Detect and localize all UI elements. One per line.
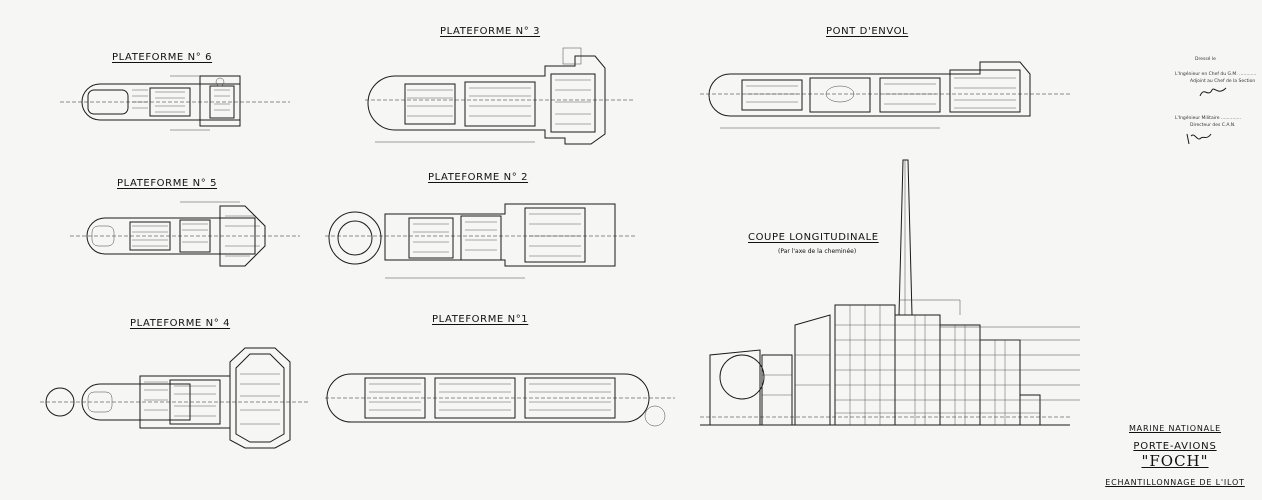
plan-title-plateforme-3: PLATEFORME N° 3 <box>440 26 541 37</box>
plan-plateforme-3 <box>365 44 635 154</box>
approval-date: Dressé le <box>1195 57 1216 62</box>
title-block-line-1: MARINE NATIONALE <box>1128 424 1222 433</box>
title-block-ship-name: "FOCH" <box>1141 452 1209 470</box>
approval-line-4: L'Ingénieur Militaire .............. <box>1175 116 1241 121</box>
approval-line-3: Adjoint au Chef de la Section <box>1190 79 1256 84</box>
signature-2 <box>1185 130 1213 151</box>
title-block: MARINE NATIONALE PORTE-AVIONS "FOCH" ECH… <box>1100 424 1250 487</box>
title-block-prefix: PORTE-AVIONS <box>1133 441 1217 452</box>
plan-plateforme-5 <box>70 196 300 276</box>
plan-title-plateforme-4: PLATEFORME N° 4 <box>130 318 231 329</box>
plan-title-plateforme-6: PLATEFORME N° 6 <box>112 52 213 63</box>
plan-title-pont-envol: PONT D'ENVOL <box>826 26 909 37</box>
section-title: COUPE LONGITUDINALE <box>748 232 879 243</box>
plan-plateforme-4 <box>40 340 310 450</box>
plan-title-plateforme-2: PLATEFORME N° 2 <box>428 172 529 183</box>
plan-plateforme-1 <box>325 338 675 438</box>
plan-plateforme-6 <box>60 70 290 140</box>
plan-pont-envol <box>700 50 1070 130</box>
approval-line-5: Directeur des C.A.N. <box>1190 123 1236 128</box>
signature-1 <box>1198 84 1228 105</box>
title-block-line-2: PORTE-AVIONS "FOCH" <box>1100 441 1250 470</box>
plan-plateforme-2 <box>325 188 635 283</box>
title-block-line-3: ECHANTILLONNAGE DE L'ILOT <box>1105 478 1245 487</box>
section-longitudinal <box>700 155 1090 440</box>
plan-title-plateforme-1: PLATEFORME N°1 <box>432 314 529 325</box>
plan-title-plateforme-5: PLATEFORME N° 5 <box>117 178 218 189</box>
approval-line-2: L'Ingénieur en Chef du G.M. ............ <box>1175 72 1257 77</box>
section-subtitle: (Par l'axe de la cheminée) <box>778 248 857 255</box>
